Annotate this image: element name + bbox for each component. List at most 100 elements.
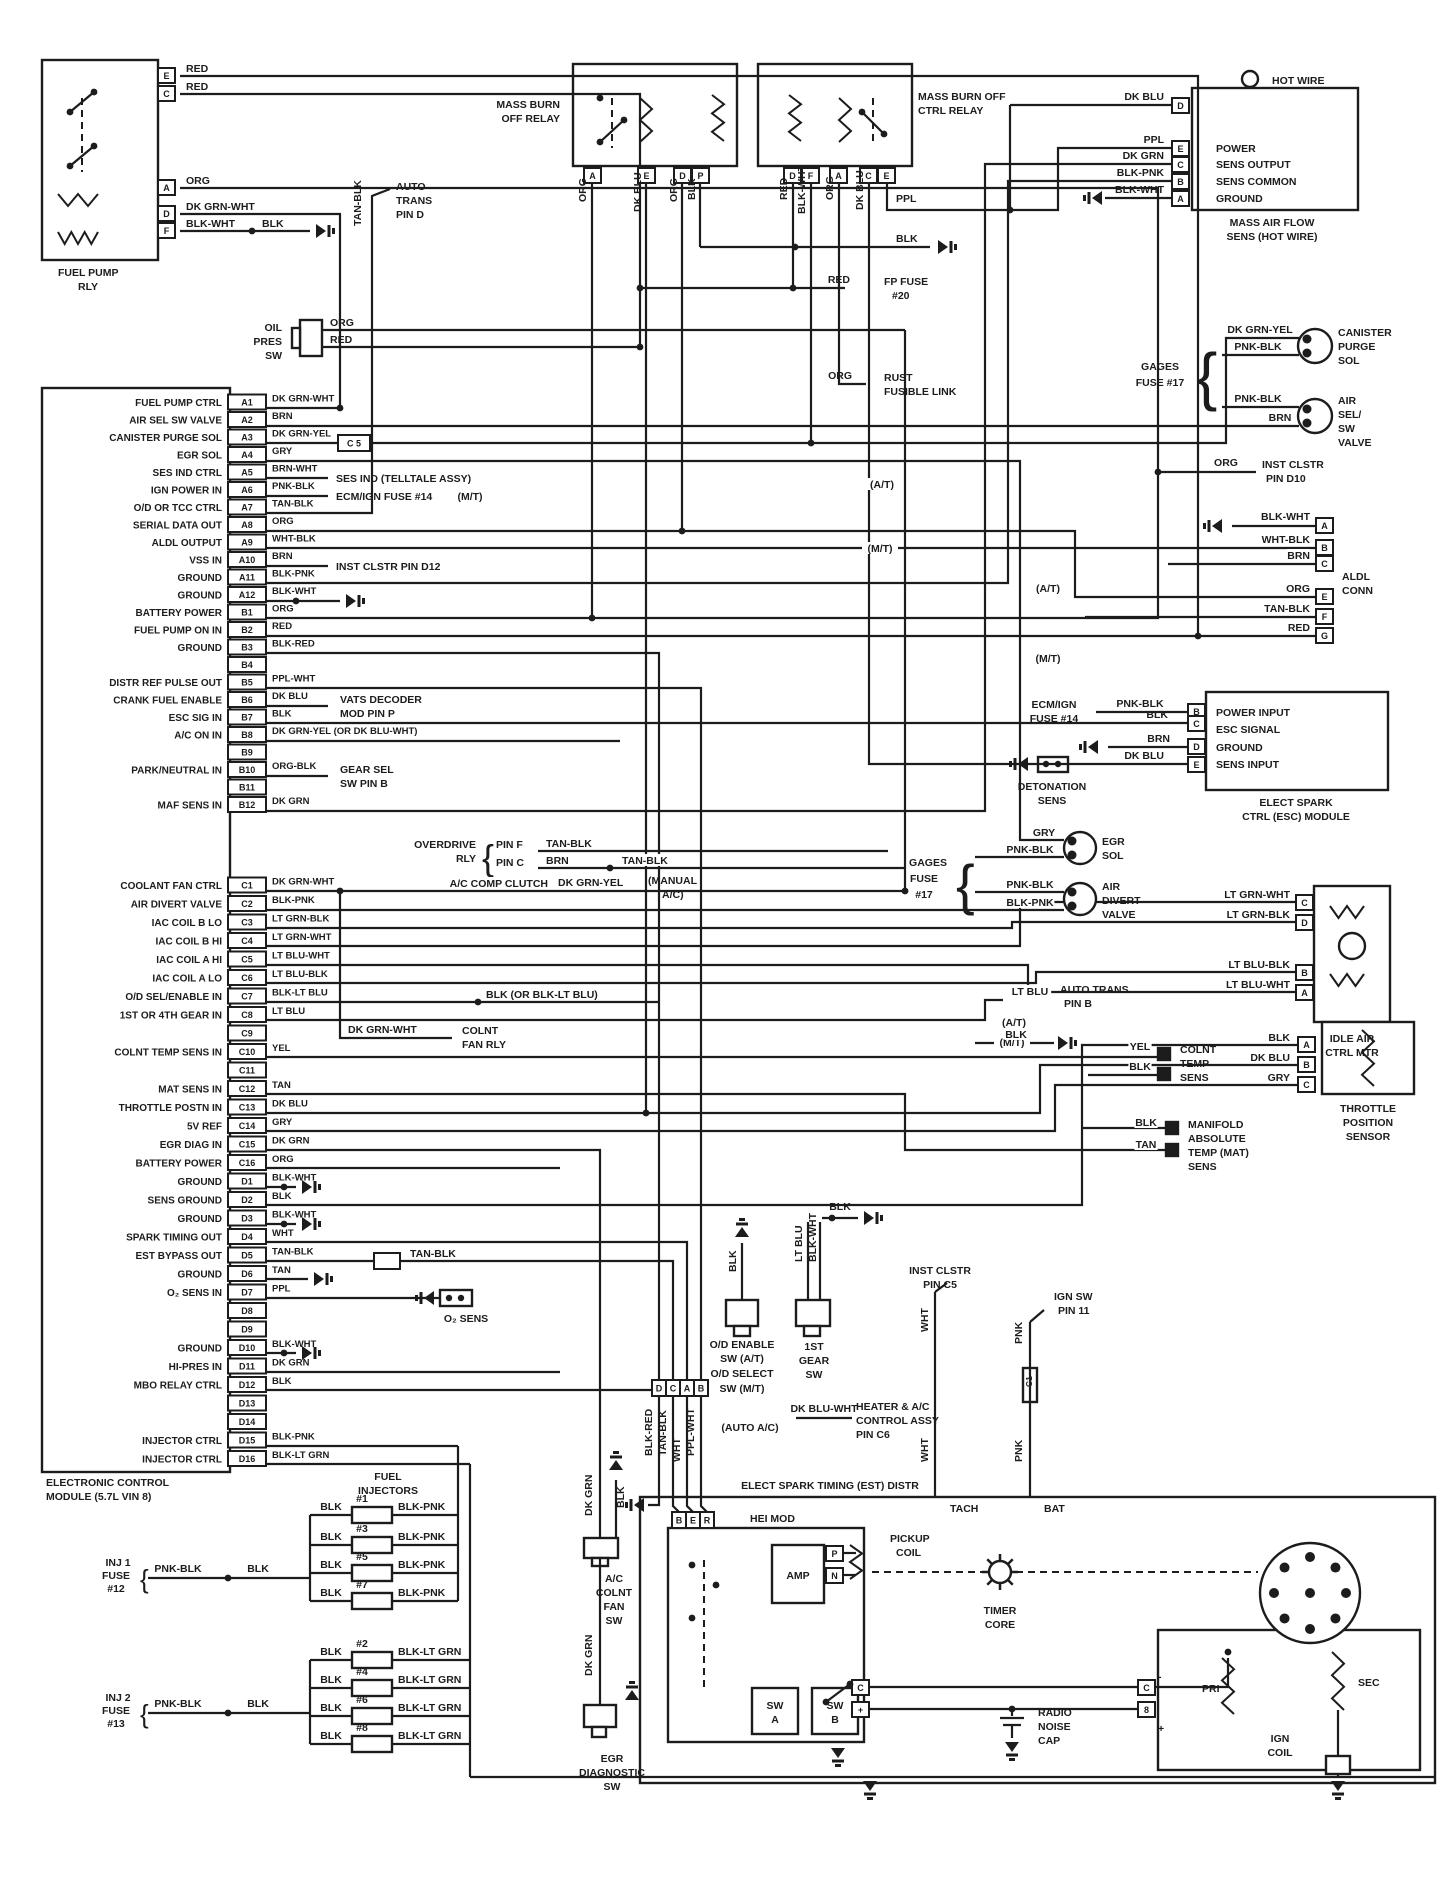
label: {: [140, 1564, 149, 1594]
wire: [266, 179, 1172, 585]
ecm-pin-id: C8: [241, 1010, 253, 1020]
label: FUSE: [910, 873, 938, 885]
component-box: [350, 1505, 394, 1525]
ground-icon: [1079, 740, 1098, 754]
ecm-pin-id: D6: [241, 1269, 253, 1279]
ground-icon: [302, 1346, 321, 1360]
ecm-wire-color: DK GRN-YEL: [272, 429, 331, 440]
label: ORG: [577, 178, 589, 202]
junction-dot: [636, 284, 644, 292]
coil-icon: [638, 97, 654, 143]
ground-icon: [625, 1498, 644, 1512]
ecm-pin-function: INJECTOR CTRL: [142, 1455, 222, 1466]
label: SW: [604, 1781, 621, 1793]
label: DK GRN: [583, 1635, 595, 1676]
junction-dot: [789, 284, 797, 292]
ecm-pin-box: [227, 1080, 267, 1097]
label: RLY: [456, 853, 476, 865]
junction-dot: [224, 1574, 232, 1582]
label: RED: [186, 81, 209, 93]
label: TAN-BLK: [622, 855, 668, 867]
label: ELECTRONIC CONTROL: [46, 1477, 170, 1489]
ecm-pin-function: IAC COIL B LO: [152, 918, 223, 929]
ecm-pin-box: [227, 1302, 267, 1319]
ecm-pin-id: B10: [239, 765, 256, 775]
ecm-pin-box: [227, 1357, 267, 1375]
label: PIN C6: [856, 1429, 890, 1441]
ecm-pin-id: C14: [239, 1121, 256, 1131]
pin-letter: E: [883, 171, 889, 181]
ecm-pin-box: [227, 1450, 267, 1467]
ecm-pin-function: MBO RELAY CTRL: [134, 1381, 222, 1392]
ecm-wire-color: BRN: [272, 411, 293, 422]
component-box: [40, 58, 160, 262]
ecm-pin-id: B1: [241, 608, 253, 618]
label: FAN RLY: [462, 1039, 506, 1051]
junction-dot: [880, 130, 888, 138]
component-box: [1324, 1754, 1352, 1776]
label-bg: [1261, 602, 1310, 614]
ecm-wire-color: BLK-RED: [272, 639, 315, 650]
junction-dot: [846, 1680, 854, 1688]
wire: [266, 970, 1296, 985]
ecm-pin-function: BATTERY POWER: [136, 1159, 223, 1170]
label: DK BLU-WHT: [790, 1403, 858, 1415]
label-bg: [1042, 1502, 1066, 1514]
label: EGR: [1102, 836, 1125, 848]
pin-letter: P: [831, 1549, 837, 1559]
ground-icon: [1058, 1036, 1077, 1050]
timer-spoke: [986, 1578, 994, 1586]
ecm-pin-id: A12: [239, 590, 256, 600]
ecm-wire-color: DK GRN: [272, 1136, 310, 1147]
component-box: [582, 1703, 618, 1729]
label: BLK: [615, 1486, 627, 1508]
wire: [885, 146, 1172, 212]
distributor-center: [1305, 1588, 1315, 1598]
label: BLK-RED: [643, 1408, 655, 1456]
label: SW: [806, 1369, 823, 1381]
label: RED: [1288, 622, 1311, 634]
junction-dot: [678, 527, 686, 535]
junction-dot: [1006, 206, 1014, 214]
label-bg: [1226, 323, 1294, 335]
wire: [338, 891, 452, 1040]
pin-letter: E: [643, 171, 649, 181]
label: POWER: [1216, 143, 1256, 155]
label: BLK: [320, 1646, 342, 1658]
ecm-pin-id: A3: [241, 433, 253, 443]
coil-icon: [1220, 1657, 1236, 1715]
solenoid-pin: [1067, 887, 1077, 897]
wire: [266, 529, 1316, 599]
wire: [266, 1092, 1166, 1152]
label-bg: [1286, 582, 1310, 594]
junction-dot: [280, 1183, 288, 1191]
label: LT BLU: [1012, 986, 1049, 998]
pin-box: [1315, 627, 1334, 644]
junction-dot: [822, 1698, 830, 1706]
ecm-pin-function: COOLANT FAN CTRL: [120, 881, 222, 892]
ecm-wire-color: GRY: [272, 1117, 293, 1128]
pin-box: [1187, 715, 1206, 732]
junction-dot: [620, 116, 628, 124]
label-bg: [1134, 1116, 1158, 1128]
ecm-pin-function: FUEL PUMP CTRL: [135, 398, 222, 409]
wire: [825, 1683, 851, 1703]
label: GROUND: [1216, 742, 1263, 754]
wire: [370, 336, 1299, 445]
ecm-pin-id: D8: [241, 1306, 253, 1316]
label: WHT: [919, 1308, 931, 1332]
component-box: [350, 1734, 394, 1754]
ecm-wire-color: TAN-BLK: [272, 499, 314, 510]
distributor-terminal: [1279, 1562, 1290, 1573]
label-bg: [894, 1546, 924, 1558]
label-bg: [1030, 652, 1066, 664]
ecm-pin-box: [227, 621, 267, 638]
junction-dot: [248, 227, 256, 235]
ecm-wire-color: BLK: [272, 709, 292, 720]
wire: [1029, 1309, 1045, 1323]
ground-icon: [415, 1291, 434, 1305]
label: BLK: [320, 1587, 342, 1599]
label: TIMER: [984, 1605, 1017, 1617]
component-box: [1164, 1142, 1180, 1158]
